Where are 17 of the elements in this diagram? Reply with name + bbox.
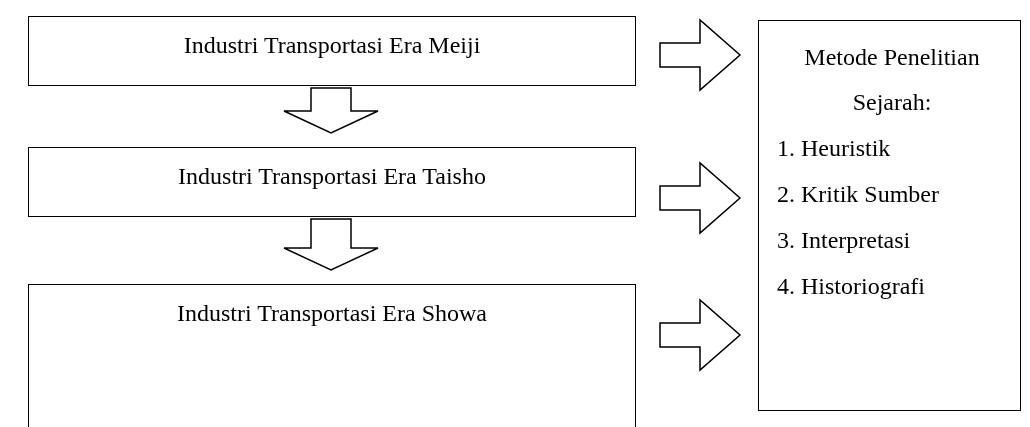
process-box: [28, 284, 636, 427]
process-box: [758, 20, 1021, 411]
box-text: Industri Transportasi Era Taisho: [178, 162, 486, 191]
block-arrow: [283, 218, 379, 271]
block-arrow: [659, 18, 742, 92]
box-heading: Metode Penelitian Sejarah:: [803, 43, 981, 117]
box-text: Industri Transportasi Era Showa: [177, 299, 487, 328]
process-box: [28, 147, 636, 217]
list-item: 4. Historiografi: [777, 272, 925, 301]
block-arrow: [659, 298, 742, 372]
list-item: 1. Heuristik: [777, 134, 891, 163]
process-box: [28, 16, 636, 86]
box-text: Industri Transportasi Era Meiji: [183, 31, 481, 60]
list-item: 3. Interpretasi: [777, 226, 911, 255]
block-arrow: [659, 161, 742, 235]
block-arrow: [283, 87, 379, 134]
list-item: 2. Kritik Sumber: [777, 180, 939, 209]
